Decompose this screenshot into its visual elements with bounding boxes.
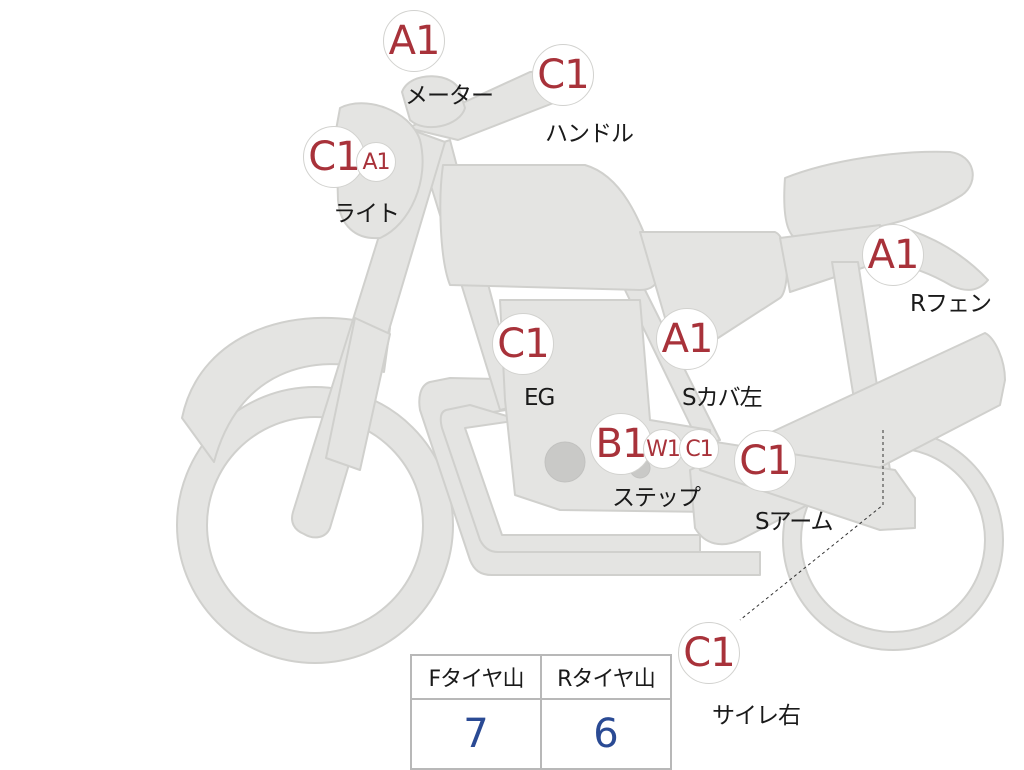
rear-fender-label: Rフェン [910,291,992,317]
step-grade-badge-3: C1 [679,429,719,469]
exhaust-pipe-upper [418,377,761,576]
rear-fender-grade-badge: A1 [862,224,924,286]
meter-shape [401,75,466,129]
muffler-label: サイレ右 [712,703,801,729]
engine-label: EG [524,385,555,411]
light-grade-badge-2: A1 [356,142,396,182]
swing-arm-grade-badge: C1 [734,430,796,492]
fork-tube [325,317,391,471]
muffler-leader-line [739,430,884,621]
tire-tread-table: Fタイヤ山 Rタイヤ山 7 6 [410,654,672,770]
step-label: ステップ [612,485,701,511]
meter-grade-badge: A1 [383,10,445,72]
exhaust-pipe-lower [439,404,701,553]
side-cover-label: Sカバ左 [682,385,763,411]
meter-label: メーター [405,83,494,109]
side-cover-grade-badge: A1 [656,308,718,370]
fuel-tank [439,164,660,291]
handle-label: ハンドル [545,121,634,147]
light-label: ライト [333,201,400,227]
light-grade-badge-1: C1 [303,126,365,188]
muffler-grade-badge: C1 [678,622,740,684]
step-grade-badge-2: W1 [643,429,683,469]
front-tire-header: Fタイヤ山 [410,654,542,700]
engine-clutch-cover [544,441,586,483]
swing-arm-label: Sアーム [755,509,834,535]
engine-grade-badge: C1 [492,313,554,375]
handle-grade-badge: C1 [532,44,594,106]
rear-tire-header: Rタイヤ山 [540,654,672,700]
front-tire-value: 7 [410,698,542,770]
rear-tire-value: 6 [540,698,672,770]
step-grade-badge-1: B1 [590,413,652,475]
